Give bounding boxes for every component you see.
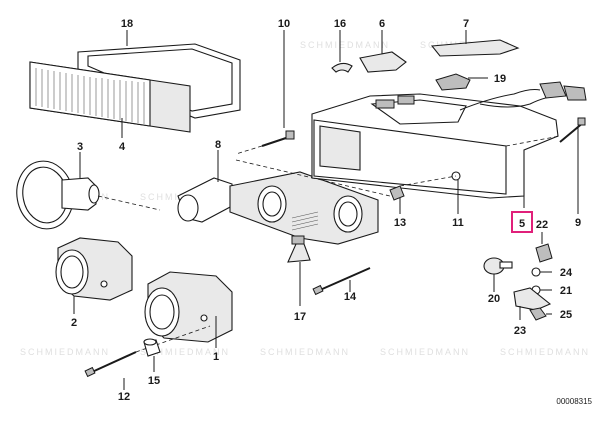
watermark-text: SCHMIEDMANN [300,40,390,50]
part-16-clip [331,30,353,73]
callout-2: 2 [71,317,77,329]
callout-17: 17 [294,311,306,323]
part-9-screw [559,117,586,214]
part-8-carrier [177,150,391,245]
watermark-text: SCHMIEDMANN [380,347,470,357]
callout-9: 9 [575,217,581,229]
part-23-plate [513,287,552,320]
callout-20: 20 [488,293,500,305]
part-12-screw [84,325,211,390]
part-22-bracket [535,232,553,263]
callout-14: 14 [344,291,357,303]
part-1-headlight [144,271,233,348]
callout-4: 4 [119,141,126,153]
part-4-lens [29,61,191,138]
watermark-text: SCHMIEDMANN [260,347,350,357]
part-2-headlight [55,237,133,314]
part-14-screw [312,267,371,296]
callout-12: 12 [118,391,130,403]
part-25-nut [529,307,552,321]
part-13-clip [389,185,405,214]
watermark-text: SCHMIEDMANN [20,347,110,357]
callout-21: 21 [560,285,572,297]
callout-15: 15 [148,375,160,387]
part-24-screw [531,267,552,277]
part-10-screw [235,30,295,155]
callout-6: 6 [379,18,385,30]
callout-24: 24 [560,267,573,279]
callout-11: 11 [452,217,464,229]
part-7-cover [430,30,520,57]
callout-25: 25 [560,309,572,321]
callout-13: 13 [394,217,406,229]
part-20-knob [483,257,513,292]
callout-19: 19 [494,73,506,85]
part-17-bulb [287,235,311,306]
part-15-sleeve [143,338,161,372]
callout-5: 5 [519,218,525,230]
watermark-text: SCHMIEDMANN [500,347,590,357]
reference-number: 00008315 [556,397,592,406]
callout-1: 1 [213,351,219,363]
callout-23: 23 [514,325,526,337]
part-6-cover [359,30,407,73]
callout-8: 8 [215,139,221,151]
part-19-connector [435,73,488,91]
part-3-reflector [16,152,161,230]
part-5-housing [311,81,587,208]
callout-18: 18 [121,18,133,30]
callout-22: 22 [536,219,548,231]
highlight-box [511,211,533,233]
callout-10: 10 [278,18,290,30]
callout-7: 7 [463,18,469,30]
callout-3: 3 [77,141,83,153]
watermark-text: SCHMIEDMANN [140,347,230,357]
callout-16: 16 [334,18,346,30]
